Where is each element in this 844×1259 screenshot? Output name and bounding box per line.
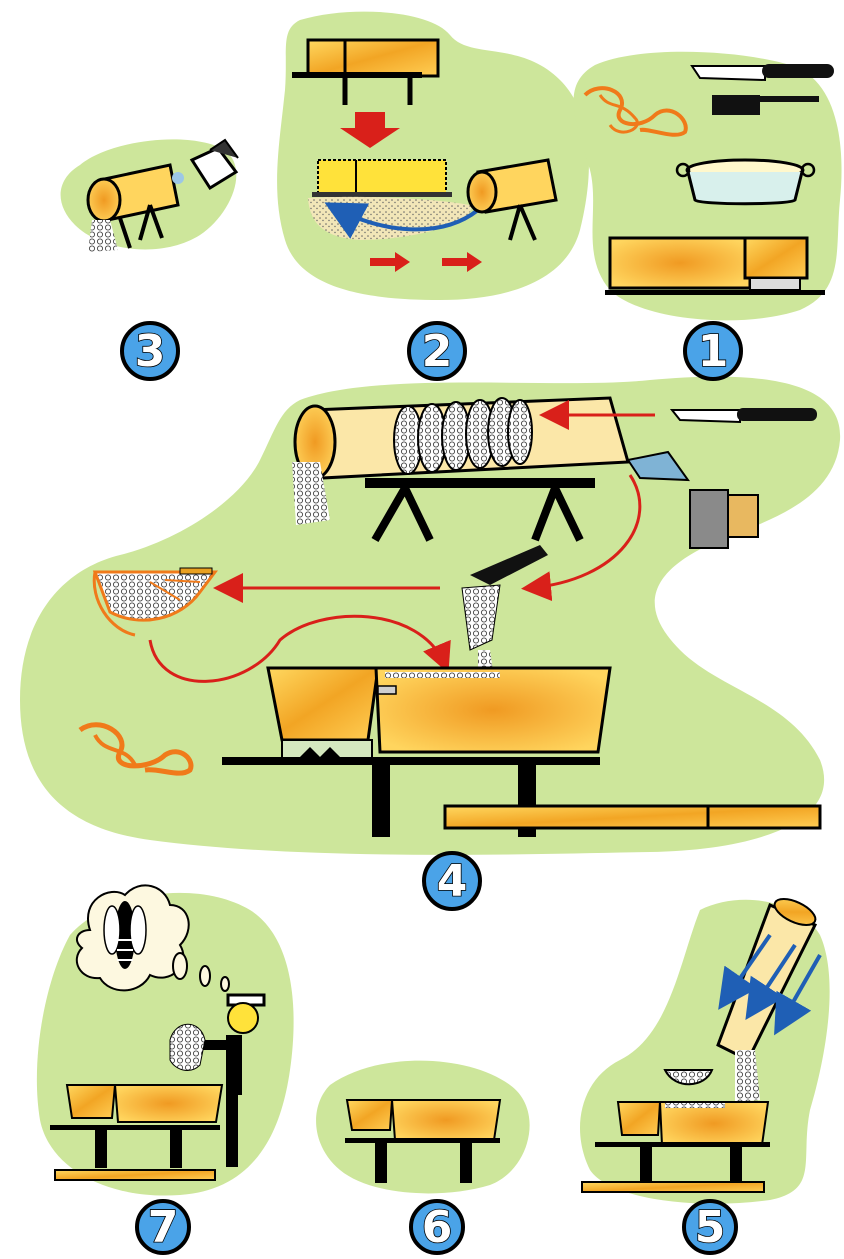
step-number-2: 2 [422,326,453,377]
step-number-7: 7 [148,1202,179,1253]
knife-icon [692,64,834,80]
step-number-6: 6 [422,1202,453,1253]
thought-dot-2 [200,966,210,986]
step-number-1: 1 [698,326,729,377]
thought-dot-3 [221,977,229,991]
step-badge-4: 4 [424,853,480,909]
step-number-3: 3 [135,326,166,377]
knife-icon [672,408,817,422]
step-badge-2: 2 [409,323,465,379]
step-badge-1: 1 [685,323,741,379]
step-badge-5: 5 [684,1201,736,1253]
comb-in-hand [170,1024,205,1070]
hive-box-with-stove [605,238,825,295]
step-number-4: 4 [437,856,468,907]
step-badge-7: 7 [137,1201,189,1253]
wooden-board [445,806,820,828]
hive-yellow-box [312,160,452,197]
thought-dot-1 [173,953,187,979]
step-number-5: 5 [695,1202,726,1253]
pan-icon [677,160,814,204]
step-badge-3: 3 [122,323,178,379]
step-badge-6: 6 [411,1201,463,1253]
